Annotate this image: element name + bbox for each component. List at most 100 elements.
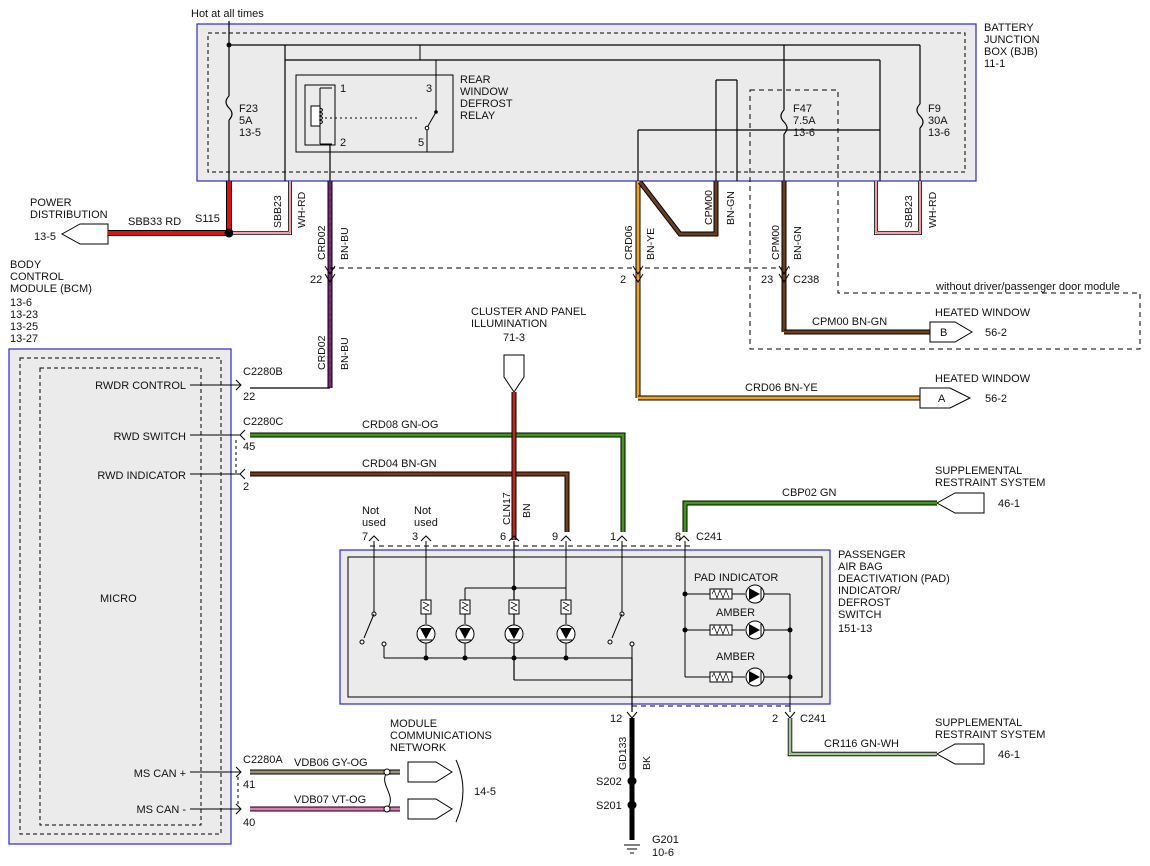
heated-window-b-ref: 56-2 [985,327,1007,339]
relay-coil-icon [310,105,321,127]
crd06-label: CRD06 [623,225,635,260]
c241-top-label: C241 [696,531,722,543]
s201-label: S201 [596,800,622,812]
pad-title-1: PASSENGER [838,549,906,561]
bnye-label: BN-YE [645,228,657,260]
bngn-label-1: BN-GN [725,191,737,225]
pad-not-used-1a: Not [362,505,379,517]
relay-pin-1: 1 [340,83,346,95]
pin-41-bcm: 41 [243,779,255,791]
pad-title-3: DEACTIVATION (PAD) [838,573,950,585]
splice-s201 [627,800,637,810]
relay-title-2: WINDOW [460,86,509,98]
fuse-f23-symbol [225,95,233,121]
fuse-f23-ref: 13-5 [239,127,261,139]
fuse-f47-name: F47 [793,103,812,115]
srs1-ref: 46-1 [998,498,1020,510]
power-dist-splice: S115 [195,213,220,225]
relay-pin-5: 5 [418,137,424,149]
fuse-f23-name: F23 [239,103,258,115]
cpm00-label-2: CPM00 [770,225,782,260]
srs2-connector [935,743,985,765]
heated-window-b-title: HEATED WINDOW [935,307,1031,319]
cpm00-full-label: CPM00 BN-GN [812,316,887,328]
pad-pin-8: 8 [675,531,681,543]
bcm-micro-label: MICRO [100,593,137,605]
c2280b-label: C2280B [243,366,283,378]
c241-bottom-label: C241 [800,713,826,725]
whrd-right-label: WH-RD [927,191,939,228]
fuse-f9-rating: 30A [928,115,948,127]
power-dist-ref: 13-5 [34,231,56,243]
c238-label: C238 [793,274,819,286]
network-title-1: MODULE [390,718,437,730]
pin-40-bcm: 40 [243,817,255,829]
pad-switch-2 [607,611,635,647]
pad-title-6: SWITCH [838,609,881,621]
c2280a-label: C2280A [243,754,283,766]
srs1-title-1: SUPPLEMENTAL [935,465,1022,477]
bcm-row-rwdr-control: RWDR CONTROL [95,380,186,392]
relay-pin-3: 3 [426,83,432,95]
fuse-f9-ref: 13-6 [928,127,950,139]
option-dashed-box [749,89,1141,350]
fuse-f9-name: F9 [928,103,941,115]
ground-icon [624,844,640,854]
relay-title-1: REAR [460,74,491,86]
cln17-label: CLN17 [501,492,513,525]
can-plus-connector [407,761,453,783]
bn-label: BN [521,503,533,518]
vdb07-label: VDB07 VT-OG [294,794,366,806]
cluster-title-1: CLUSTER AND PANEL [471,306,586,318]
crd08-full-label: CRD08 GN-OG [362,419,438,431]
srs2-title-1: SUPPLEMENTAL [935,717,1022,729]
splice-s202 [627,776,637,786]
crd02-label-2: CRD02 [316,335,328,370]
pad-pin-6: 6 [500,531,506,543]
bk-label: BK [641,756,653,770]
s202-label: S202 [596,776,622,788]
fuse-f9-symbol [916,103,924,129]
hot-label: Hot at all times [191,8,264,20]
sbb23-right-label: SBB23 [903,195,915,228]
bnbu-label-2: BN-BU [339,337,351,370]
pad-indicator-led [709,584,790,604]
bcm-ref-1: 13-6 [10,297,32,309]
bjb-title-3: BOX (BJB) [984,46,1038,58]
bcm-inner-dashed [19,357,222,835]
pad-not-used-2b: used [414,517,438,529]
ground-ref: 10-6 [652,847,674,859]
c2280c-label: C2280C [243,416,283,428]
crd02-label-1: CRD02 [316,225,328,260]
relay-pin-2: 2 [340,137,346,149]
bcm-row-rwd-switch: RWD SWITCH [113,431,186,443]
pad-title-4: INDICATOR/ [838,585,901,597]
amber-1-label: AMBER [716,607,755,619]
fuse-f23-rating: 5A [239,115,253,127]
bcm-row-rwd-indicator: RWD INDICATOR [97,470,186,482]
srs1-connector [935,492,985,514]
crd04-full-label: CRD04 BN-GN [362,458,437,470]
pad-pin-7: 7 [362,531,368,543]
pad-ref: 151-13 [838,623,872,635]
crd06-full-label: CRD06 BN-YE [745,382,818,394]
pad-lamp-3 [504,599,524,644]
relay-coil-box [304,84,336,146]
can-minus-connector [407,798,453,820]
network-title-2: COMMUNICATIONS [390,730,492,742]
bcm-title-1: BODY [10,259,42,271]
bcm-ref-4: 13-27 [10,333,38,345]
heated-window-a-ref: 56-2 [985,393,1007,405]
cbp02-full-label: CBP02 GN [782,487,836,499]
amber-2-led [709,667,790,687]
fuse-f47-symbol [780,109,788,135]
gd133-label: GD133 [617,737,629,770]
pin-45-bcm: 45 [243,441,255,453]
pin-2-crd06: 2 [620,274,626,286]
pin-22-bcm: 22 [243,391,255,403]
pin-23-c238: 23 [761,274,773,286]
power-dist-wire: SBB33 RD [128,216,181,228]
srs2-title-2: RESTRAINT SYSTEM [935,729,1045,741]
pad-pin-12: 12 [610,713,622,725]
